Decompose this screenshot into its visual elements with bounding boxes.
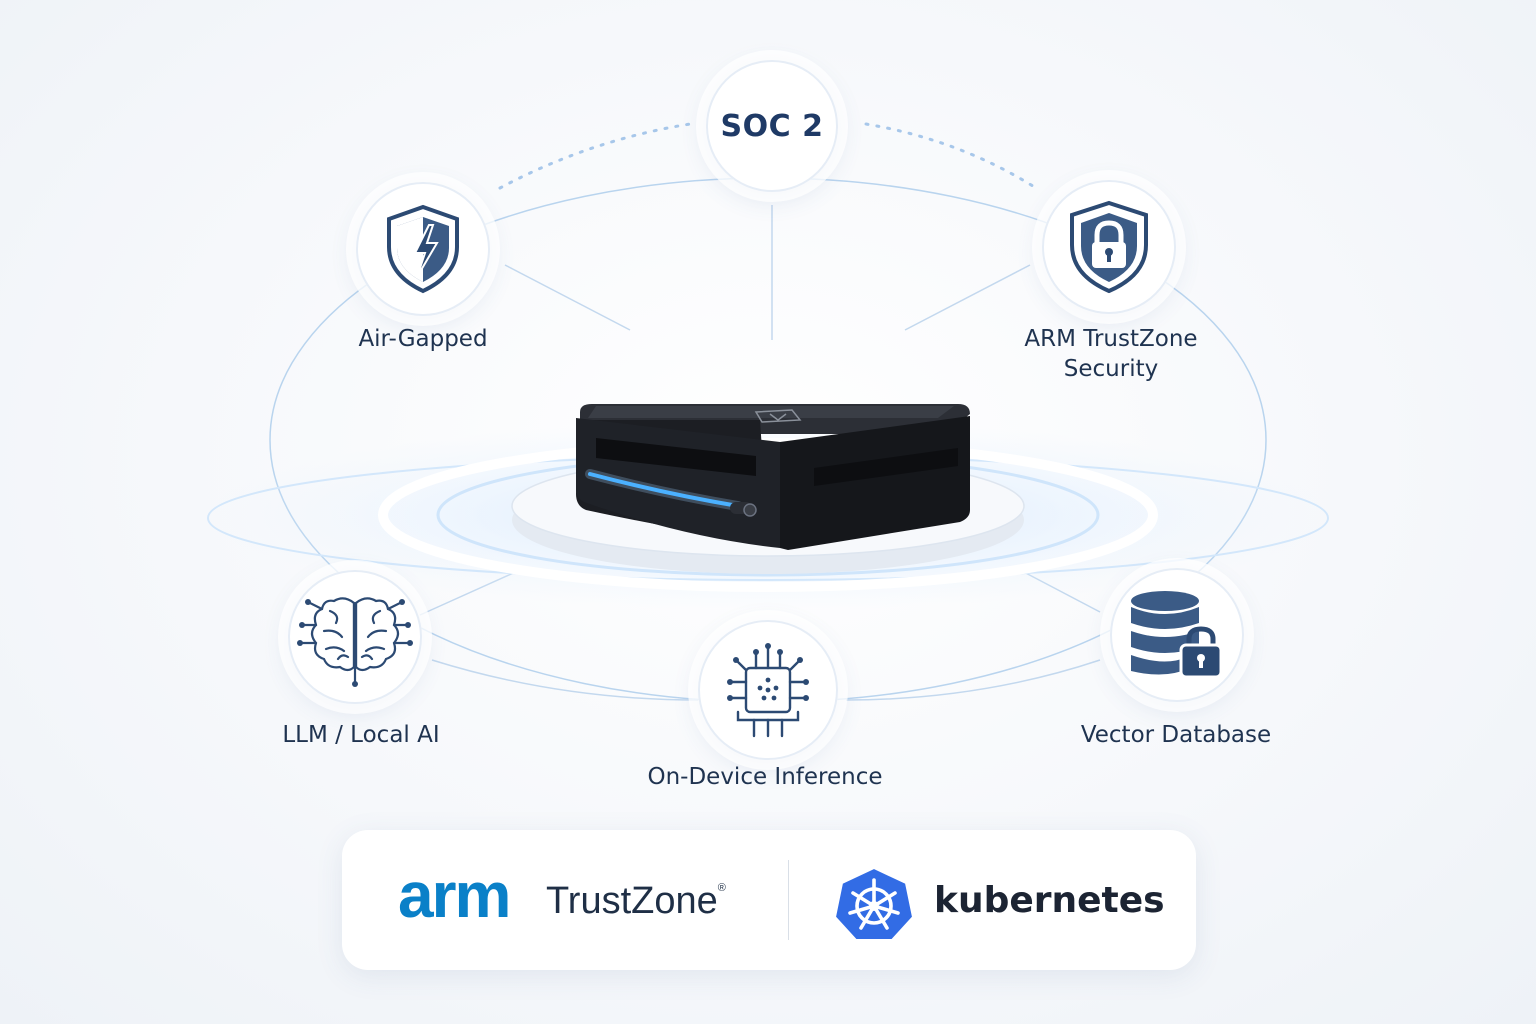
- device-led-strip: [588, 472, 740, 508]
- device-power-button: [743, 503, 757, 517]
- device-logo-icon: [754, 409, 802, 423]
- label-inference: On-Device Inference: [647, 764, 883, 790]
- kubernetes-wordmark: kubernetes: [934, 880, 1165, 921]
- logo-divider: [788, 860, 789, 940]
- lower-arc: [431, 659, 1101, 701]
- kubernetes-logo-icon: [834, 866, 914, 941]
- dotted-arc-right: [864, 122, 1038, 190]
- database-lock-icon: [1131, 591, 1223, 679]
- node-vector-db[interactable]: [1110, 568, 1244, 702]
- trustzone-text: TrustZone: [546, 880, 718, 922]
- chip-icon: [727, 643, 809, 738]
- node-arm-trustzone[interactable]: [1042, 180, 1176, 314]
- label-arm-trustzone-line2: Security: [1063, 356, 1159, 382]
- arm-logo: arm: [398, 859, 511, 931]
- registered-mark: ®: [717, 882, 726, 894]
- spoke-arm: [904, 264, 1031, 331]
- device-vent-front: [596, 438, 756, 476]
- shield-lock-icon: [1070, 200, 1148, 294]
- spoke-air-gapped: [504, 264, 631, 331]
- label-arm-trustzone: ARM TrustZone Security: [1006, 324, 1216, 384]
- label-arm-trustzone-line1: ARM TrustZone: [1024, 326, 1198, 352]
- device-vent-side: [814, 448, 958, 486]
- soc2-title: SOC 2: [720, 108, 824, 144]
- node-inference[interactable]: [698, 620, 838, 760]
- node-air-gapped[interactable]: [356, 182, 490, 316]
- partner-logo-bar: arm TrustZone® kubernetes: [342, 830, 1196, 970]
- label-llm: LLM / Local AI: [282, 722, 440, 748]
- device-side-face: [780, 416, 970, 550]
- edge-server-device: [576, 404, 970, 550]
- dotted-arc-left: [498, 122, 692, 190]
- node-llm[interactable]: [288, 570, 422, 704]
- trustzone-wordmark: TrustZone®: [546, 880, 726, 923]
- shield-bolt-icon: [387, 204, 459, 294]
- brain-circuit-icon: [297, 597, 413, 687]
- label-vector-db: Vector Database: [1080, 722, 1272, 748]
- label-air-gapped: Air-Gapped: [358, 326, 488, 352]
- node-soc2[interactable]: SOC 2: [706, 60, 838, 192]
